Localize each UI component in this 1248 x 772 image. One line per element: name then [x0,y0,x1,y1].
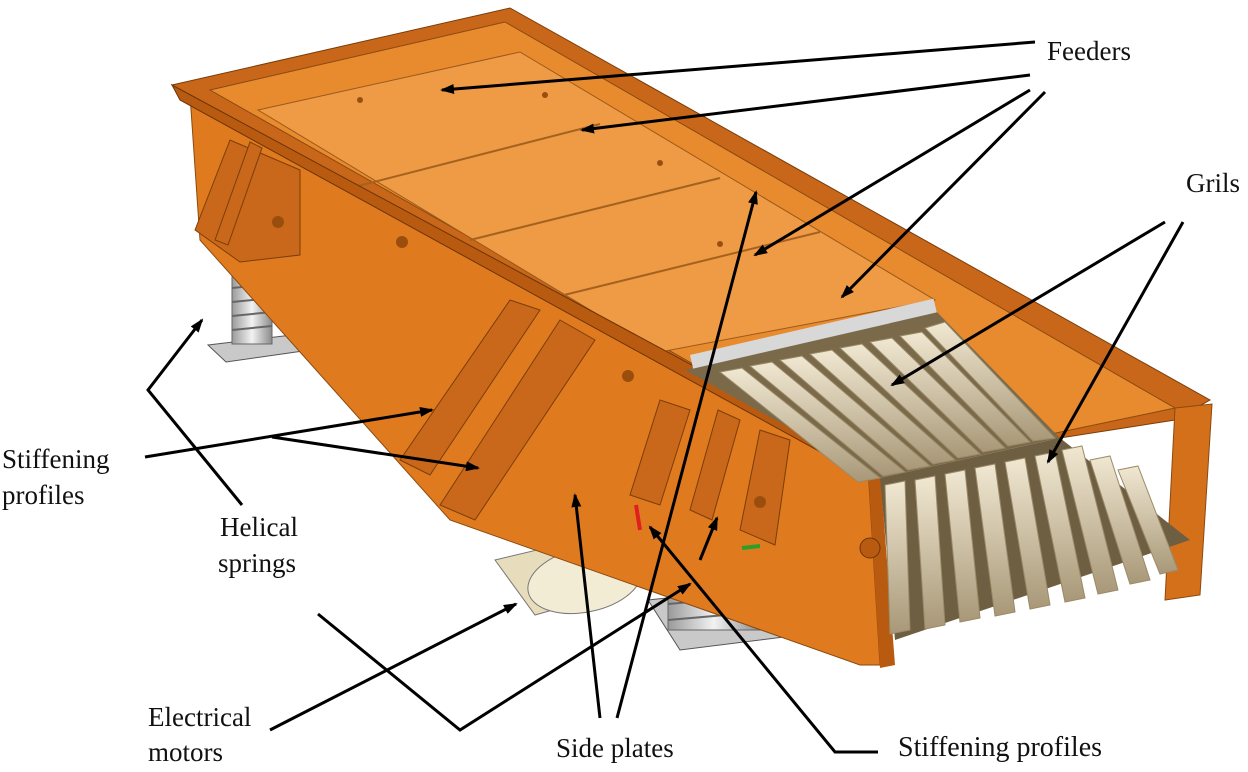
label-grils: Grils [1186,168,1240,198]
label-feeders: Feeders [1047,36,1131,66]
callout-arrows [144,40,1185,754]
label-stiffening-profiles-bottom: Stiffening profiles [898,732,1103,763]
label-stiffening-profiles-left-line2: profiles [2,480,85,510]
grids [685,298,1190,640]
label-helical-springs-line2: springs [218,548,297,578]
label-electrical-motors-line1: Electrical [148,702,252,732]
label-side-plates: Side plates [556,733,674,763]
label-helical-springs-line1: Helical [220,512,298,542]
label-stiffening-profiles-left-line1: Stiffening [2,444,110,474]
label-electrical-motors-line2: motors [148,737,224,767]
bolt-holes [272,92,881,559]
